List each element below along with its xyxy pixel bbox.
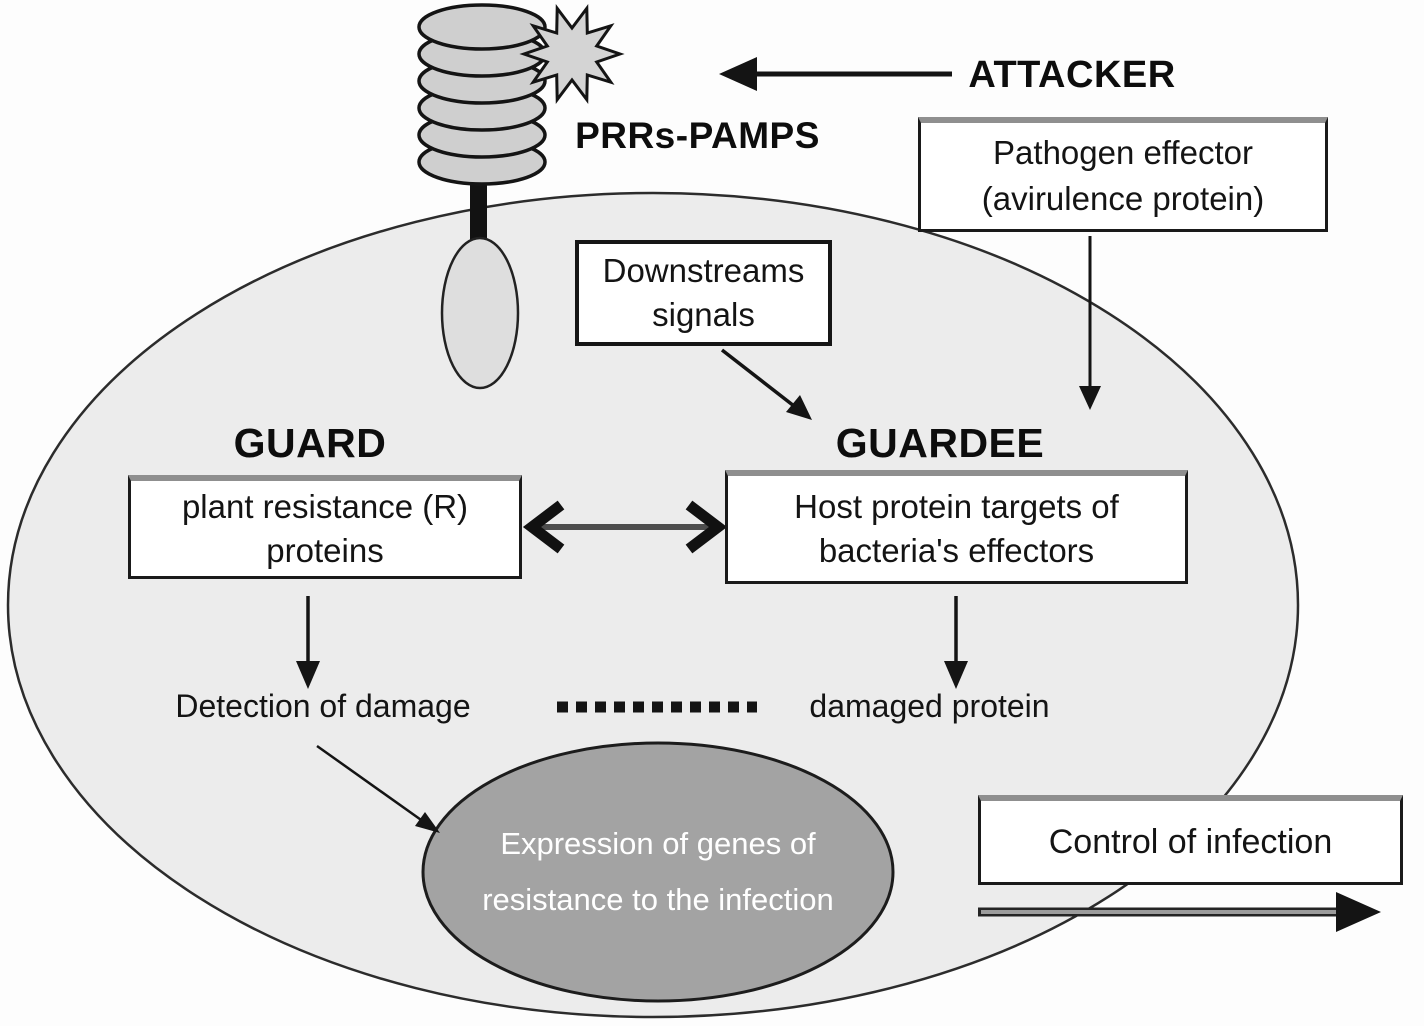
guardee-box: Host protein targets of bacteria's effec… — [725, 470, 1188, 584]
guardee-down-arrow — [944, 596, 968, 689]
box-line: Downstreams — [602, 252, 805, 289]
downstream-signals-box: Downstreams signals — [575, 240, 832, 346]
pathogen-effector-arrow — [1079, 236, 1101, 410]
control-arrow — [978, 892, 1381, 932]
guardee-title: GUARDEE — [835, 420, 1045, 466]
box-line: signals — [652, 296, 755, 333]
box-line: Pathogen effector — [993, 134, 1253, 171]
downstream-signals-arrow — [720, 348, 812, 420]
detection-of-damage-label: Detection of damage — [175, 688, 471, 724]
attacker-label: ATTACKER — [968, 54, 1176, 96]
attacker-arrow — [719, 57, 952, 91]
receptor-stack-icon — [417, 3, 547, 186]
nucleus-line: Expression of genes of — [500, 826, 816, 861]
cell-ellipse — [6, 191, 1300, 1019]
damaged-protein-label: damaged protein — [809, 688, 1050, 724]
nucleus-line: resistance to the infection — [482, 882, 834, 917]
box-line: plant resistance (R) — [181, 487, 469, 525]
guard-down-arrow — [296, 596, 320, 689]
guard-title: GUARD — [233, 420, 387, 466]
receptor-label: PRRs-PAMPS — [575, 115, 820, 156]
expression-ellipse — [421, 741, 895, 1003]
box-line: Host protein targets of — [794, 487, 1119, 525]
box-line: (avirulence protein) — [981, 180, 1265, 217]
box-line: proteins — [266, 531, 384, 569]
receptor-intracellular-domain-icon — [440, 236, 520, 390]
control-of-infection-box: Control of infection — [978, 795, 1403, 885]
pathogen-effector-box: Pathogen effector (avirulence protein) — [918, 117, 1328, 232]
guard-guardee-double-arrow — [522, 500, 728, 554]
guard-box: plant resistance (R) proteins — [128, 475, 522, 579]
detection-to-nucleus-arrow — [316, 744, 440, 833]
box-line: Control of infection — [1048, 822, 1333, 861]
box-line: bacteria's effectors — [818, 531, 1095, 569]
expression-ellipse-label: Expression of genes of resistance to the… — [418, 816, 898, 928]
pamp-burst-icon — [519, 4, 625, 104]
